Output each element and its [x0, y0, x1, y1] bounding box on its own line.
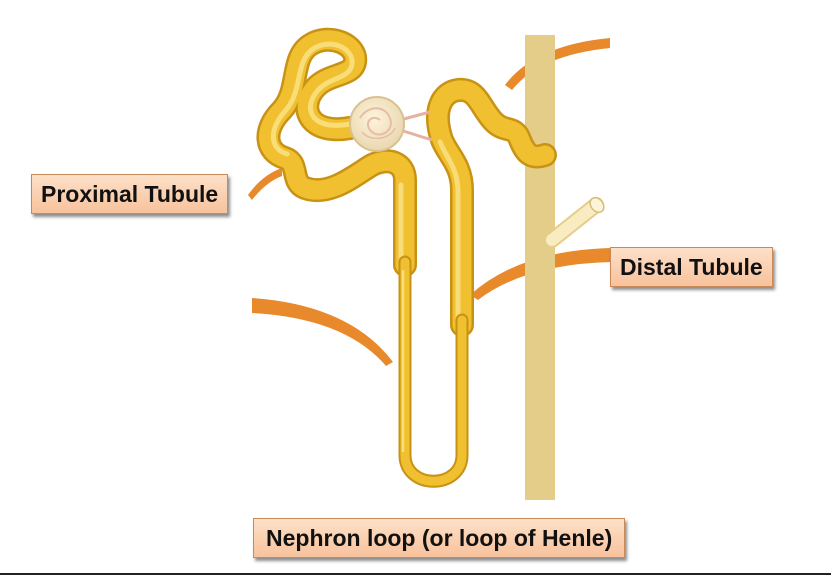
bottom-divider	[0, 573, 831, 575]
label-proximal-tubule: Proximal Tubule	[31, 174, 229, 214]
collecting-duct	[525, 35, 605, 500]
pointer-proximal	[248, 168, 282, 200]
label-nephron-loop: Nephron loop (or loop of Henle)	[253, 518, 626, 558]
pointer-loop	[252, 298, 393, 366]
pointer-distal	[470, 248, 612, 300]
pointer-distal-upper	[505, 38, 610, 90]
nephron-tubule	[256, 27, 557, 488]
glomerulus	[349, 96, 433, 152]
label-distal-tubule: Distal Tubule	[610, 247, 773, 287]
pointer-lines	[248, 38, 612, 366]
